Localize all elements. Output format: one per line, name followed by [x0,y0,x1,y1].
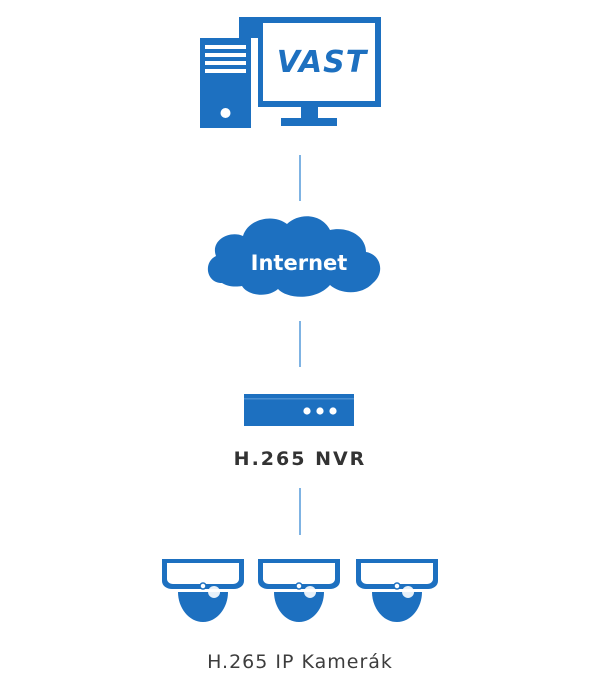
desktop-computer-icon: VAST [200,17,381,128]
dome-camera-icon [356,559,438,622]
cloud-icon: Internet [207,216,381,297]
nvr-label: H.265 NVR [233,448,367,470]
computer-monitor [239,17,381,126]
nvr-box-icon [244,394,354,426]
dome-camera-icon [258,559,340,622]
dome-camera-icon [162,559,244,622]
internet-label: Internet [251,251,348,275]
computer-tower [200,38,251,128]
brand-logo: VAST [277,45,369,80]
cameras-label: H.265 IP Kamerák [207,651,393,673]
